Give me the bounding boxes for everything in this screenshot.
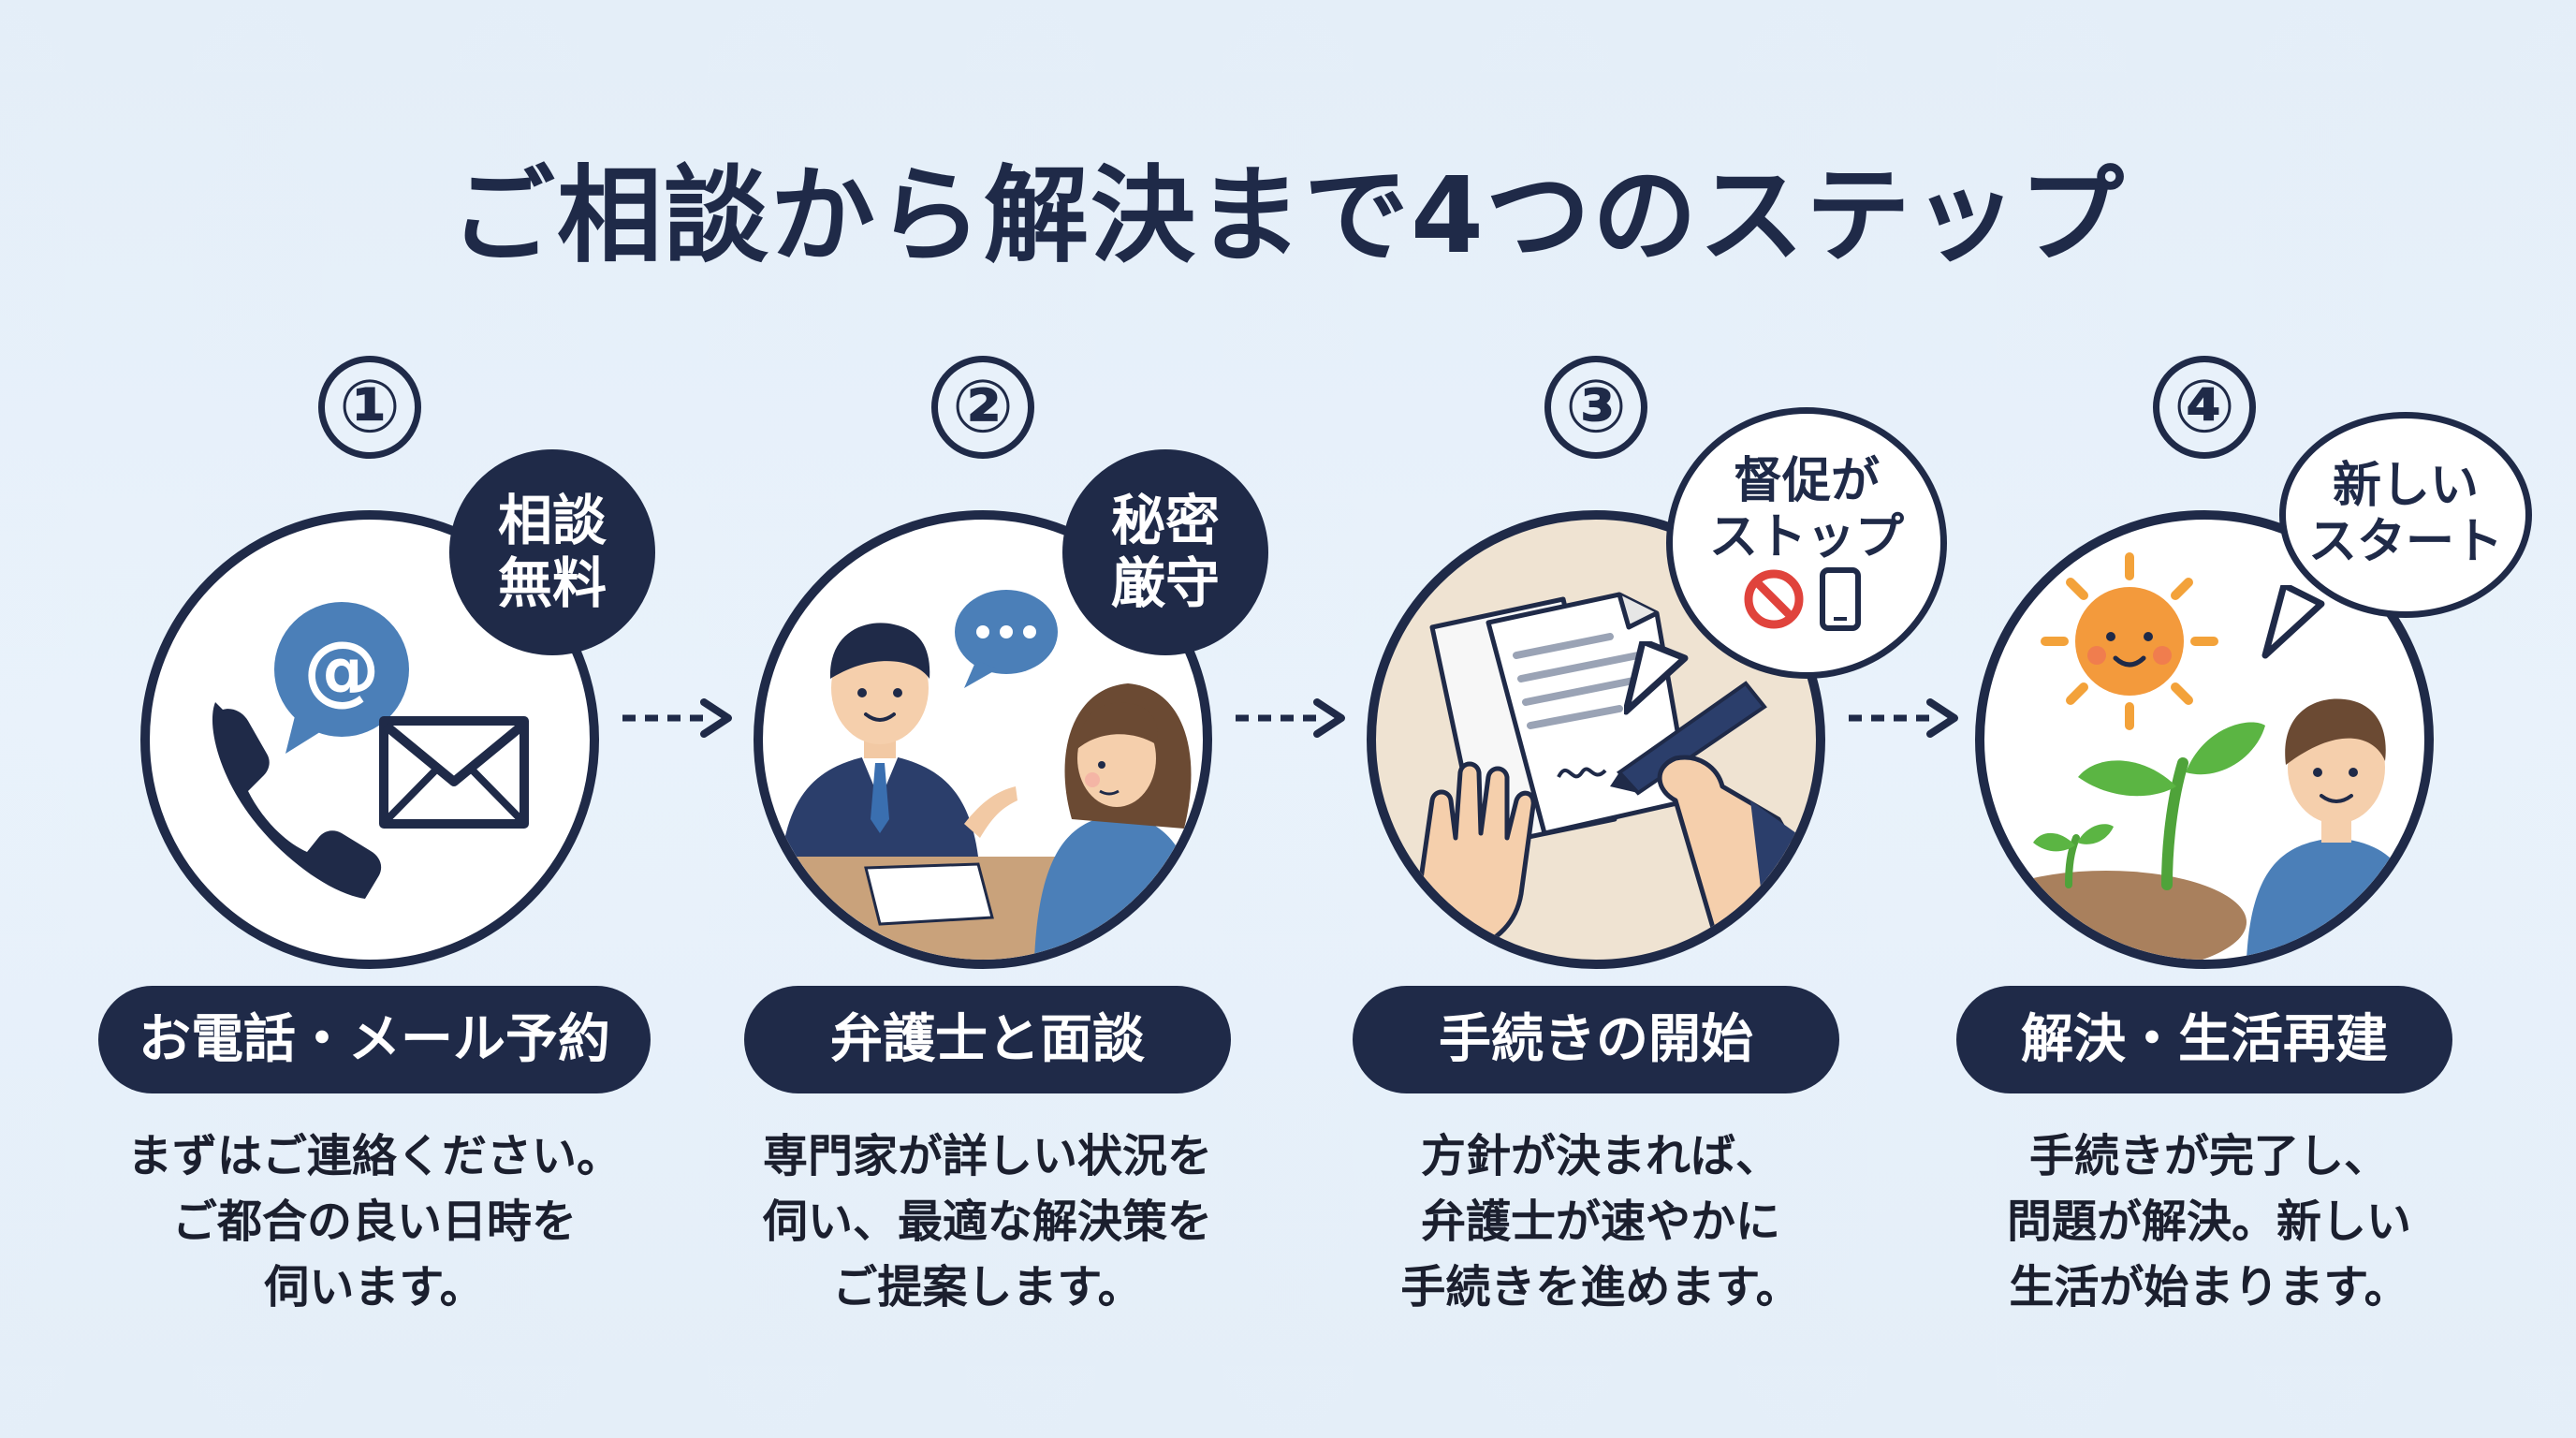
- bubble-line: スタート: [2307, 514, 2503, 570]
- badge-line: 無料: [497, 551, 607, 615]
- step-number-1: ①: [318, 356, 421, 459]
- description-line: 問題が解決。新しい: [2006, 1196, 2411, 1248]
- description-line: 専門家が詳しい状況を: [762, 1130, 1212, 1182]
- description-line: 手続きを進めます。: [1400, 1261, 1801, 1313]
- description-line: ご提案します。: [832, 1261, 1143, 1313]
- bubble-line: 督促が: [1733, 453, 1880, 510]
- description-line: 生活が始まります。: [2009, 1261, 2409, 1313]
- description-line: 方針が決まれば、: [1420, 1130, 1780, 1182]
- arrow-icon: [1849, 698, 1958, 738]
- at-sign-icon: @: [274, 602, 409, 754]
- badge-line: 相談: [497, 489, 607, 553]
- step-2-description: 専門家が詳しい状況を 伺い、最適な解決策を ご提案します。: [711, 1123, 1264, 1320]
- lawyer-illustration: [782, 623, 1017, 857]
- sun-icon: [2041, 552, 2218, 730]
- arrow-icon: [622, 698, 732, 738]
- badge-line: 厳守: [1110, 551, 1220, 615]
- smartphone-icon: [1820, 566, 1861, 631]
- step-3-description: 方針が決まれば、 弁護士が速やかに 手続きを進めます。: [1325, 1123, 1877, 1320]
- free-consultation-badge: 相談 無料: [449, 449, 655, 655]
- description-line: まずはご連絡ください。: [126, 1130, 622, 1182]
- svg-text:@: @: [303, 625, 380, 714]
- step-4-description: 手続きが完了し、 問題が解決。新しい 生活が始まります。: [1933, 1123, 2485, 1320]
- collection-stop-bubble: 督促が ストップ: [1666, 407, 1947, 679]
- step-number-2: ②: [931, 356, 1034, 459]
- bubble-tail: [2261, 585, 2325, 659]
- step-2: ②: [744, 356, 1409, 1386]
- step-1-label: お電話・メール予約: [98, 986, 651, 1093]
- step-number-4: ④: [2153, 356, 2256, 459]
- step-1-description: まずはご連絡ください。 ご都合の良い日時を 伺います。: [98, 1123, 651, 1320]
- phone-mail-illustration: @: [212, 602, 529, 899]
- step-4-label: 解決・生活再建: [1956, 986, 2452, 1093]
- confidentiality-badge: 秘密 厳守: [1062, 449, 1268, 655]
- client-illustration: [1034, 683, 1203, 960]
- step-4: ④: [1956, 356, 2576, 1386]
- envelope-icon: [379, 716, 529, 829]
- description-line: 手続きが完了し、: [2028, 1130, 2389, 1182]
- bubble-icons: [1744, 566, 1861, 631]
- badge-line: 秘密: [1110, 489, 1220, 553]
- step-1: ① @ 相談 無料 お電話・メール予約 まずはご連絡ください。: [98, 356, 796, 1386]
- bubble-line: ストップ: [1708, 509, 1904, 565]
- bubble-tail: [1624, 641, 1689, 715]
- step-3-label: 手続きの開始: [1353, 986, 1839, 1093]
- step-2-illustration: [754, 510, 1212, 969]
- sprout-icon: [1984, 722, 2265, 960]
- arrow-icon: [1236, 698, 1345, 738]
- prohibited-icon: [1744, 569, 1804, 629]
- phone-icon: [212, 702, 382, 899]
- bubble-line: 新しい: [2332, 458, 2479, 515]
- description-line: 弁護士が速やかに: [1420, 1196, 1780, 1248]
- description-line: 伺い、最適な解決策を: [762, 1196, 1212, 1248]
- new-start-bubble: 新しい スタート: [2279, 412, 2532, 618]
- description-line: 伺います。: [264, 1261, 485, 1313]
- description-line: ご都合の良い日時を: [171, 1196, 577, 1248]
- chat-bubble-icon: [955, 590, 1058, 688]
- step-2-label: 弁護士と面談: [744, 986, 1231, 1093]
- page-title: ご相談から解決まで4つのステップ: [450, 155, 2126, 277]
- step-3: ③ 督促が ストップ: [1353, 356, 2022, 1386]
- step-number-3: ③: [1544, 356, 1647, 459]
- smiling-person-illustration: [2247, 698, 2424, 960]
